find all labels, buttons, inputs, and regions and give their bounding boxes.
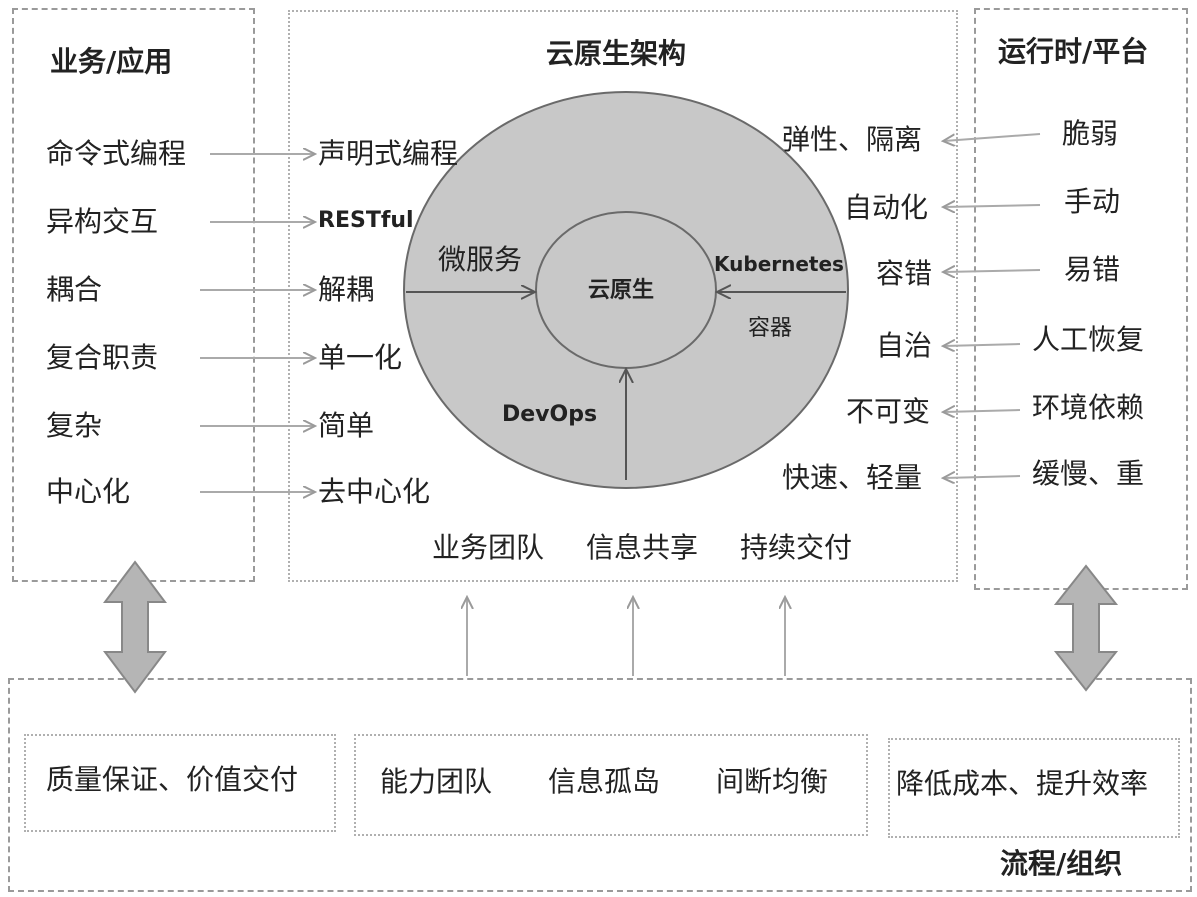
right-arrow-6 [944, 476, 1021, 478]
right-arrow-2 [944, 205, 1041, 207]
center-bottom-item-3: 持续交付 [740, 531, 853, 564]
right-item-2: 手动 [1064, 185, 1121, 218]
left-item-3: 耦合 [46, 273, 103, 306]
center-bottom-item-1: 业务团队 [432, 531, 545, 564]
bottom-middle-item-3: 间断均衡 [716, 765, 829, 798]
right-item-1: 脆弱 [1062, 117, 1119, 150]
left-target-4: 单一化 [318, 341, 403, 374]
left-target-5: 简单 [318, 409, 375, 442]
bottom-panel-title: 流程/组织 [1000, 847, 1123, 880]
right-arrow-3 [944, 270, 1041, 272]
left-double-arrow [103, 560, 167, 694]
left-panel-title: 业务/应用 [50, 45, 173, 78]
bottom-middle-item-1: 能力团队 [380, 765, 493, 798]
bottom-panel [8, 678, 1192, 892]
bottom-box-right [888, 738, 1180, 838]
right-item-4: 人工恢复 [1032, 323, 1145, 356]
left-item-4: 复合职责 [46, 341, 159, 374]
right-target-3: 容错 [876, 257, 933, 290]
containers-label: 容器 [748, 316, 793, 341]
right-item-6: 缓慢、重 [1032, 457, 1145, 490]
right-target-2: 自动化 [844, 191, 929, 224]
left-target-3: 解耦 [318, 273, 375, 306]
left-target-1: 声明式编程 [318, 137, 459, 170]
left-target-2: RESTful [318, 208, 414, 233]
left-item-2: 异构交互 [46, 205, 159, 238]
kubernetes-label: Kubernetes [714, 252, 844, 276]
right-arrow-5 [944, 410, 1021, 412]
right-target-6: 快速、轻量 [782, 461, 923, 494]
right-arrow-4 [944, 344, 1021, 346]
right-target-1: 弹性、隔离 [782, 123, 923, 156]
right-panel-title: 运行时/平台 [998, 35, 1149, 68]
left-target-6: 去中心化 [318, 475, 431, 508]
core-label: 云原生 [588, 278, 655, 303]
right-target-4: 自治 [876, 329, 933, 362]
right-item-3: 易错 [1064, 253, 1121, 286]
right-arrow-1 [944, 133, 1041, 141]
center-bottom-item-2: 信息共享 [586, 531, 699, 564]
bottom-right-text: 降低成本、提升效率 [896, 767, 1149, 800]
bottom-box-left [24, 734, 336, 832]
center-panel [288, 10, 958, 582]
bottom-box-middle [354, 734, 868, 836]
bottom-middle-item-2: 信息孤岛 [548, 765, 661, 798]
bottom-left-text: 质量保证、价值交付 [46, 763, 299, 796]
microservices-label: 微服务 [438, 243, 523, 276]
left-item-6: 中心化 [46, 475, 131, 508]
left-item-5: 复杂 [46, 409, 103, 442]
right-double-arrow [1053, 564, 1119, 692]
center-panel-title: 云原生架构 [546, 37, 687, 70]
right-target-5: 不可变 [846, 395, 931, 428]
left-item-1: 命令式编程 [46, 137, 187, 170]
devops-label: DevOps [502, 402, 598, 427]
right-item-5: 环境依赖 [1032, 391, 1145, 424]
